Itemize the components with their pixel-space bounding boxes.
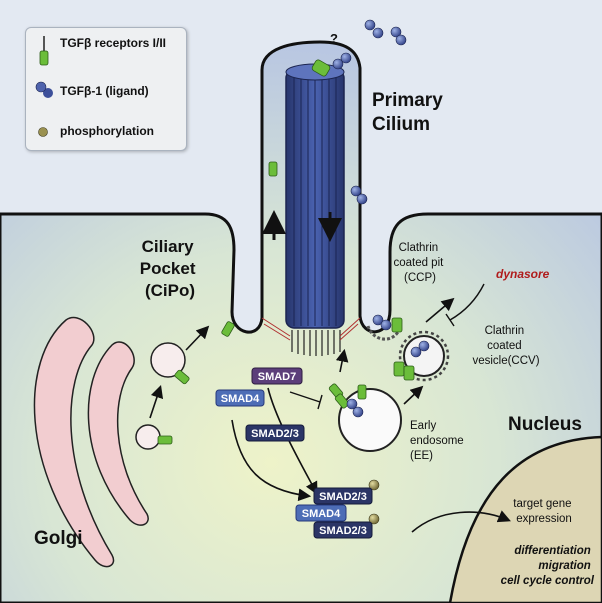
inhibition-lines <box>289 283 485 410</box>
golgi-label: Golgi <box>34 528 83 549</box>
smad7-label: SMAD7 <box>258 371 297 383</box>
smad23-label-a: SMAD2/3 <box>251 428 299 440</box>
smad23-badge-b <box>313 487 373 505</box>
primary-cilium-line1: Primary <box>372 90 443 111</box>
dynasore-label: dynasore <box>496 267 550 281</box>
vesicle-1 <box>150 342 186 378</box>
transport-vesicles <box>135 330 450 452</box>
smad4-label-b: SMAD4 <box>302 508 341 520</box>
clathrin-coat <box>398 330 450 382</box>
smad23-label-b: SMAD2/3 <box>319 491 367 503</box>
clathrin-vesicle-label: Clathrin coated vesicle(CCV) <box>472 325 539 367</box>
legend: TGFβ receptors I/II TGFβ-1 (ligand) phos… <box>25 27 187 151</box>
primary-cilium-line2: Cilium <box>372 114 430 135</box>
primary-cilium-label: Primary Cilium <box>372 90 448 135</box>
unknown-mark: ? <box>330 31 338 46</box>
early-endosome <box>338 388 402 452</box>
smad23-badge-a <box>245 424 305 442</box>
phosphorylation-sites <box>368 479 380 525</box>
vesicle-2 <box>135 424 161 450</box>
clathrin-vesicle <box>403 335 445 377</box>
ciliary-pocket-label: Ciliary Pocket (CiPo) <box>140 237 200 300</box>
outcomes-label: differentiation migration cell cycle con… <box>501 545 595 587</box>
pathway-arrows <box>149 297 511 533</box>
smad7-badge <box>251 367 303 385</box>
golgi <box>33 316 149 568</box>
ligand-icon <box>34 80 56 105</box>
nucleus-label: Nucleus <box>508 414 582 435</box>
smad-badges: SMAD7 SMAD4 SMAD2/3 SMAD2/3 SMAD4 SMAD2/… <box>215 367 373 539</box>
smad4-badge-b <box>295 504 347 522</box>
receptor-icon <box>38 36 50 73</box>
target-gene-label: target gene expression <box>513 498 574 525</box>
smad23-label-c: SMAD2/3 <box>319 525 367 537</box>
tgfb-ligands <box>332 19 430 418</box>
legend-ligand-label: TGFβ-1 (ligand) <box>60 84 149 98</box>
legend-receptor-label: TGFβ receptors I/II <box>60 36 167 50</box>
smad23-badge-c <box>313 521 373 539</box>
phosphorylation-icon <box>37 125 49 143</box>
primary-cilium <box>261 63 361 356</box>
smad4-label: SMAD4 <box>221 393 260 405</box>
nucleus <box>448 435 602 603</box>
early-endosome-label: Early endosome (EE) <box>410 420 467 462</box>
tgfb-receptors <box>157 59 415 445</box>
smad4-badge <box>215 389 265 407</box>
clathrin-pit-label: Clathrin coated pit (CCP) <box>393 242 446 284</box>
legend-phospho-label: phosphorylation <box>60 124 154 138</box>
clathrin-coated-pit <box>366 325 400 341</box>
